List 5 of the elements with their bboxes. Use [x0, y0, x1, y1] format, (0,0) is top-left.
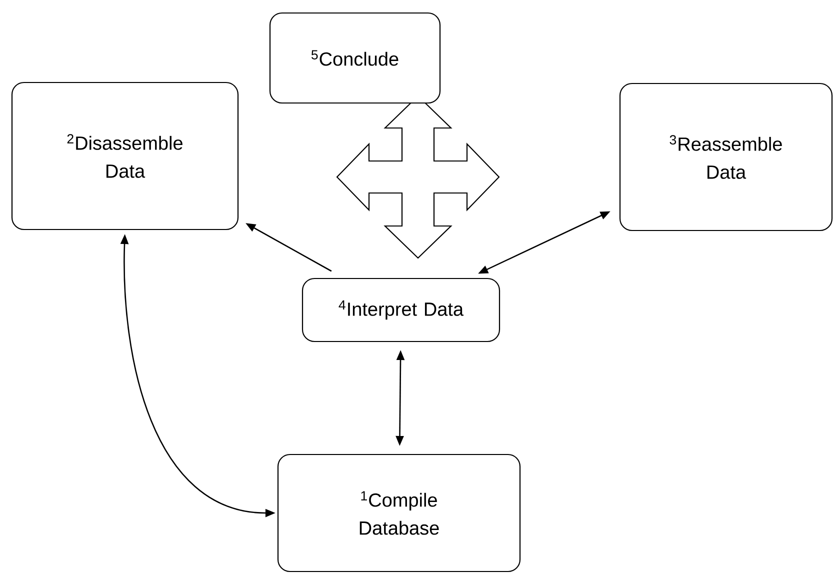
process-box: $^{5}$Conclude [269, 12, 441, 104]
process-box: $^{1}$Compile Database [277, 454, 521, 572]
process-box: $^{2}$Disassemble Data [11, 82, 239, 230]
process-box: $^{3}$Reassemble Data [619, 82, 833, 232]
process-box: $^{4}$Interpret Data [302, 278, 500, 342]
